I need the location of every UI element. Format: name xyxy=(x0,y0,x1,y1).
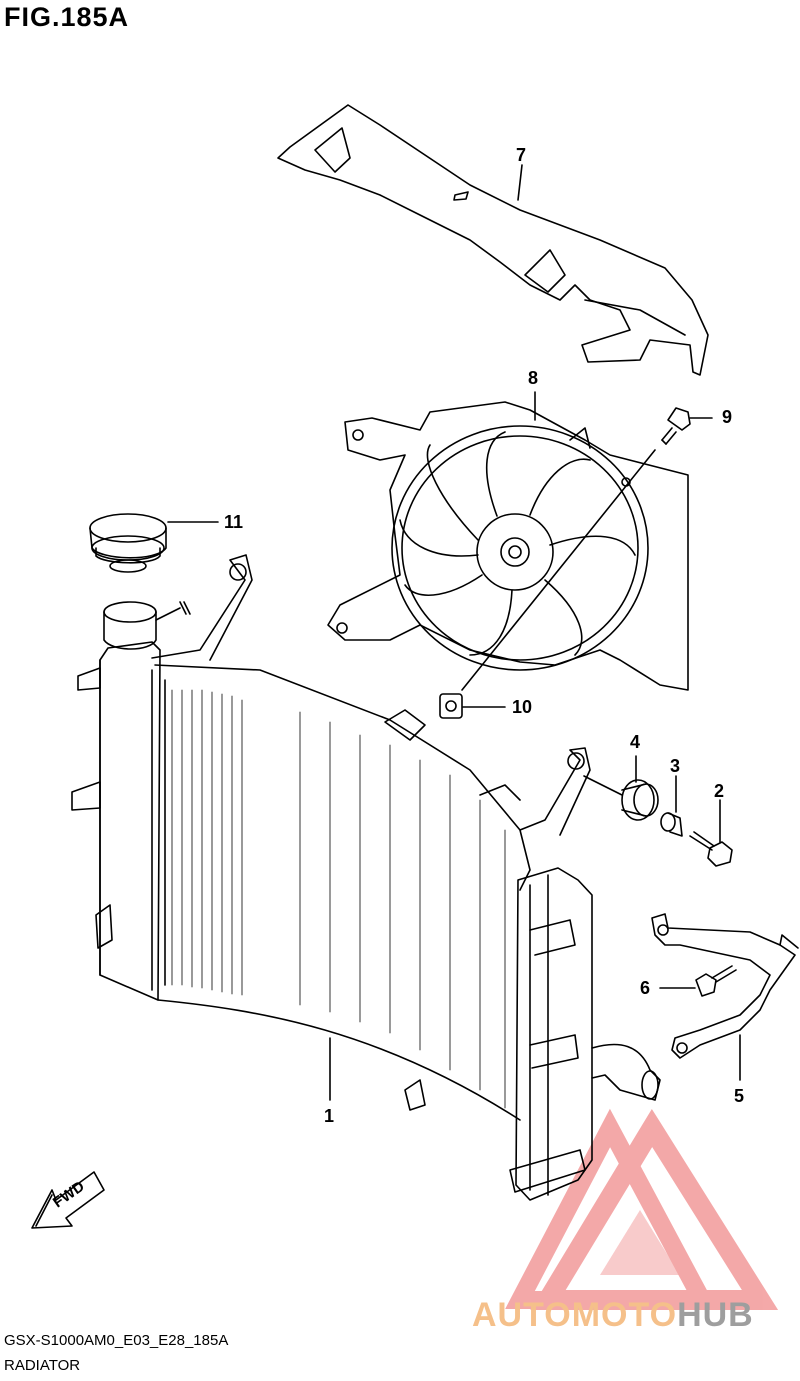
part-2-bolt xyxy=(689,831,733,867)
part-1-radiator xyxy=(71,554,661,1201)
radiator-fins-pattern xyxy=(171,689,506,1109)
callout-11: 11 xyxy=(224,512,244,532)
callout-8: 8 xyxy=(528,368,539,388)
fwd-arrow-icon xyxy=(31,1171,105,1229)
watermark-text-part2: HUB xyxy=(677,1296,754,1334)
callout-10: 10 xyxy=(512,697,533,717)
figure-title: FIG.185A xyxy=(4,2,130,32)
part-8-cooling-fan xyxy=(327,401,689,691)
leader-line-9-10 xyxy=(461,449,656,691)
part-9-bolt xyxy=(661,407,691,445)
part-5-bracket xyxy=(651,913,799,1059)
callout-6: 6 xyxy=(640,978,651,998)
callout-3: 3 xyxy=(670,756,681,776)
callout-4: 4 xyxy=(630,732,641,752)
callout-5: 5 xyxy=(734,1086,745,1106)
model-code: GSX-S1000AM0_E03_E28_185A xyxy=(4,1332,229,1349)
figure-caption: RADIATOR xyxy=(4,1357,81,1374)
watermark-logo-triangle xyxy=(505,1108,779,1310)
callout-2: 2 xyxy=(714,781,725,801)
part-11-radiator-cap xyxy=(89,513,167,573)
part-3-collar xyxy=(660,812,683,837)
part-6-bolt xyxy=(695,965,737,997)
part-10-nut-clip xyxy=(439,693,463,719)
watermark-text-part1: AUTOMOTO xyxy=(472,1296,678,1334)
leader-line-7 xyxy=(517,164,523,201)
callout-9: 9 xyxy=(722,407,733,427)
watermark-text: AUTOMOTOHUB xyxy=(472,1296,754,1335)
part-4-grommet xyxy=(621,779,659,821)
callout-1: 1 xyxy=(324,1106,335,1126)
leader-line-4b xyxy=(583,775,623,796)
callout-7: 7 xyxy=(516,145,527,165)
part-7-shroud-cover xyxy=(277,104,709,376)
